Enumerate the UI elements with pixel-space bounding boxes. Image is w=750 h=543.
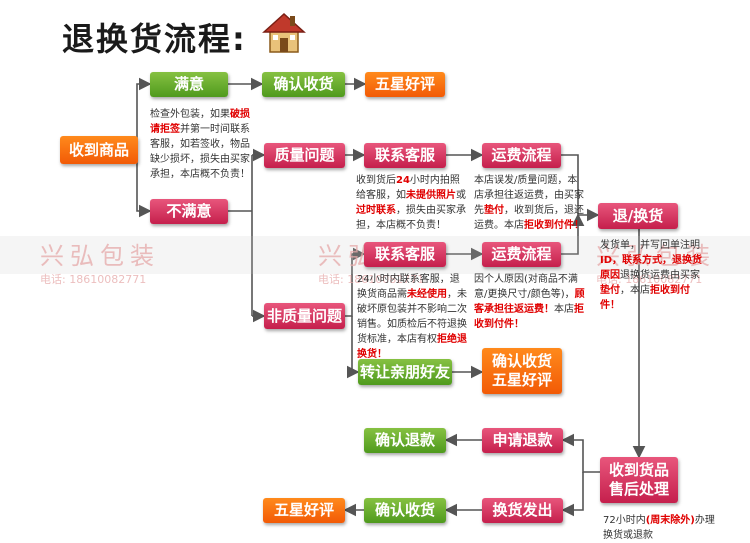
house-icon (262, 12, 306, 53)
five-star-node: 五星好评 (365, 72, 445, 97)
note-bottom: 72小时内(周末除外)办理换货或退款 (603, 515, 715, 541)
transfer-friends-node: 转让亲朋好友 (358, 359, 452, 385)
apply-refund-node: 申请退款 (482, 428, 563, 453)
contact-service-node: 联系客服 (364, 242, 446, 267)
quality-issue-node: 质量问题 (264, 143, 345, 168)
watermark-phone: 电话: 18610082771 (40, 273, 147, 286)
confirm-receipt-node: 确认收货 (262, 72, 345, 97)
exchange-shipped-node: 换货发出 (482, 498, 563, 523)
confirm-refund-node: 确认退款 (364, 428, 446, 453)
note-shipping-1: 本店误发/质量问题，本店承担往返运费，由买家先垫付，收到货后，退还运费。本店拒收… (474, 175, 584, 231)
five-star-node: 五星好评 (263, 498, 345, 523)
note-quality: 收到货后24小时内拍照给客服，如未提供照片或过时联系，损失由买家承担，本店概不负… (356, 175, 466, 231)
flow-connectors (136, 77, 646, 517)
shipping-flow-node: 运费流程 (482, 242, 561, 267)
watermark-left: 兴弘包装 电话: 18610082771 (40, 236, 160, 287)
watermark-name: 兴弘包装 (40, 242, 160, 270)
confirm-receipt-five-star-node: 确认收货 五星好评 (482, 348, 562, 394)
note-return: 发货单，并写回单注明ID，联系方式，退换货原因退换货运费由买家垫付，本店拒收到付… (600, 240, 703, 311)
note-non-quality: 24小时内联系客服，退换货商品需未经使用，未破坏原包装并不影响二次销售。如质检后… (357, 274, 467, 360)
after-sale-node: 收到货品 售后处理 (600, 457, 678, 503)
satisfied-node: 满意 (150, 72, 228, 97)
non-quality-issue-node: 非质量问题 (264, 303, 345, 329)
watermark-phone: 电话: 18610082771 (596, 273, 703, 286)
received-node: 收到商品 (60, 136, 138, 164)
watermark-phone: 电话: 18610082771 (318, 273, 425, 286)
watermark-name: 兴弘包装 (596, 242, 716, 270)
watermark-right: 兴弘包装 电话: 18610082771 (596, 236, 716, 287)
return-exchange-node: 退/换货 (598, 203, 678, 229)
note-shipping-2: 因个人原因(对商品不满意/更换尺寸/颜色等)，顾客承担往返运费！本店拒收到付件！ (474, 274, 585, 330)
unsatisfied-node: 不满意 (150, 199, 228, 224)
note-satisfied: 检查外包装，如果破损请拒签并第一时间联系客服，如若签收，物品缺少损坏，损失由买家… (150, 109, 250, 180)
confirm-receipt-node: 确认收货 (364, 498, 446, 523)
shipping-flow-node: 运费流程 (482, 143, 561, 168)
page-title: 退换货流程: (62, 20, 247, 58)
contact-service-node: 联系客服 (364, 143, 446, 168)
